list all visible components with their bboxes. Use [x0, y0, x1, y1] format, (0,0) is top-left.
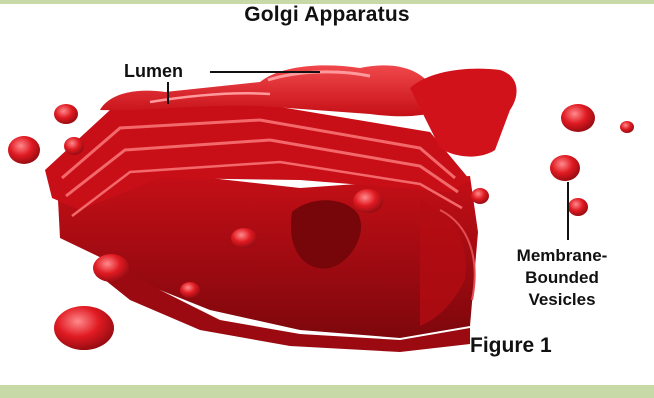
- figure-caption: Figure 1: [470, 334, 552, 358]
- vesicle: [93, 254, 129, 282]
- vesicle: [64, 137, 84, 155]
- vesicle: [54, 306, 114, 350]
- vesicle: [561, 104, 595, 132]
- vesicle: [180, 282, 200, 298]
- vesicle: [8, 136, 40, 164]
- bottom-border: [0, 385, 654, 398]
- membrane-label-line: Membrane-: [497, 245, 627, 267]
- vesicle: [550, 155, 580, 181]
- vesicle: [471, 188, 489, 204]
- vesicle: [353, 189, 383, 213]
- membrane-vesicles-label: Membrane- Bounded Vesicles: [497, 245, 627, 311]
- membrane-label-line: Bounded: [497, 267, 627, 289]
- membrane-label-line: Vesicles: [497, 289, 627, 311]
- vesicle: [54, 104, 78, 124]
- lumen-label: Lumen: [124, 61, 183, 82]
- vesicle: [231, 228, 257, 248]
- vesicle: [620, 121, 634, 133]
- vesicle: [568, 198, 588, 216]
